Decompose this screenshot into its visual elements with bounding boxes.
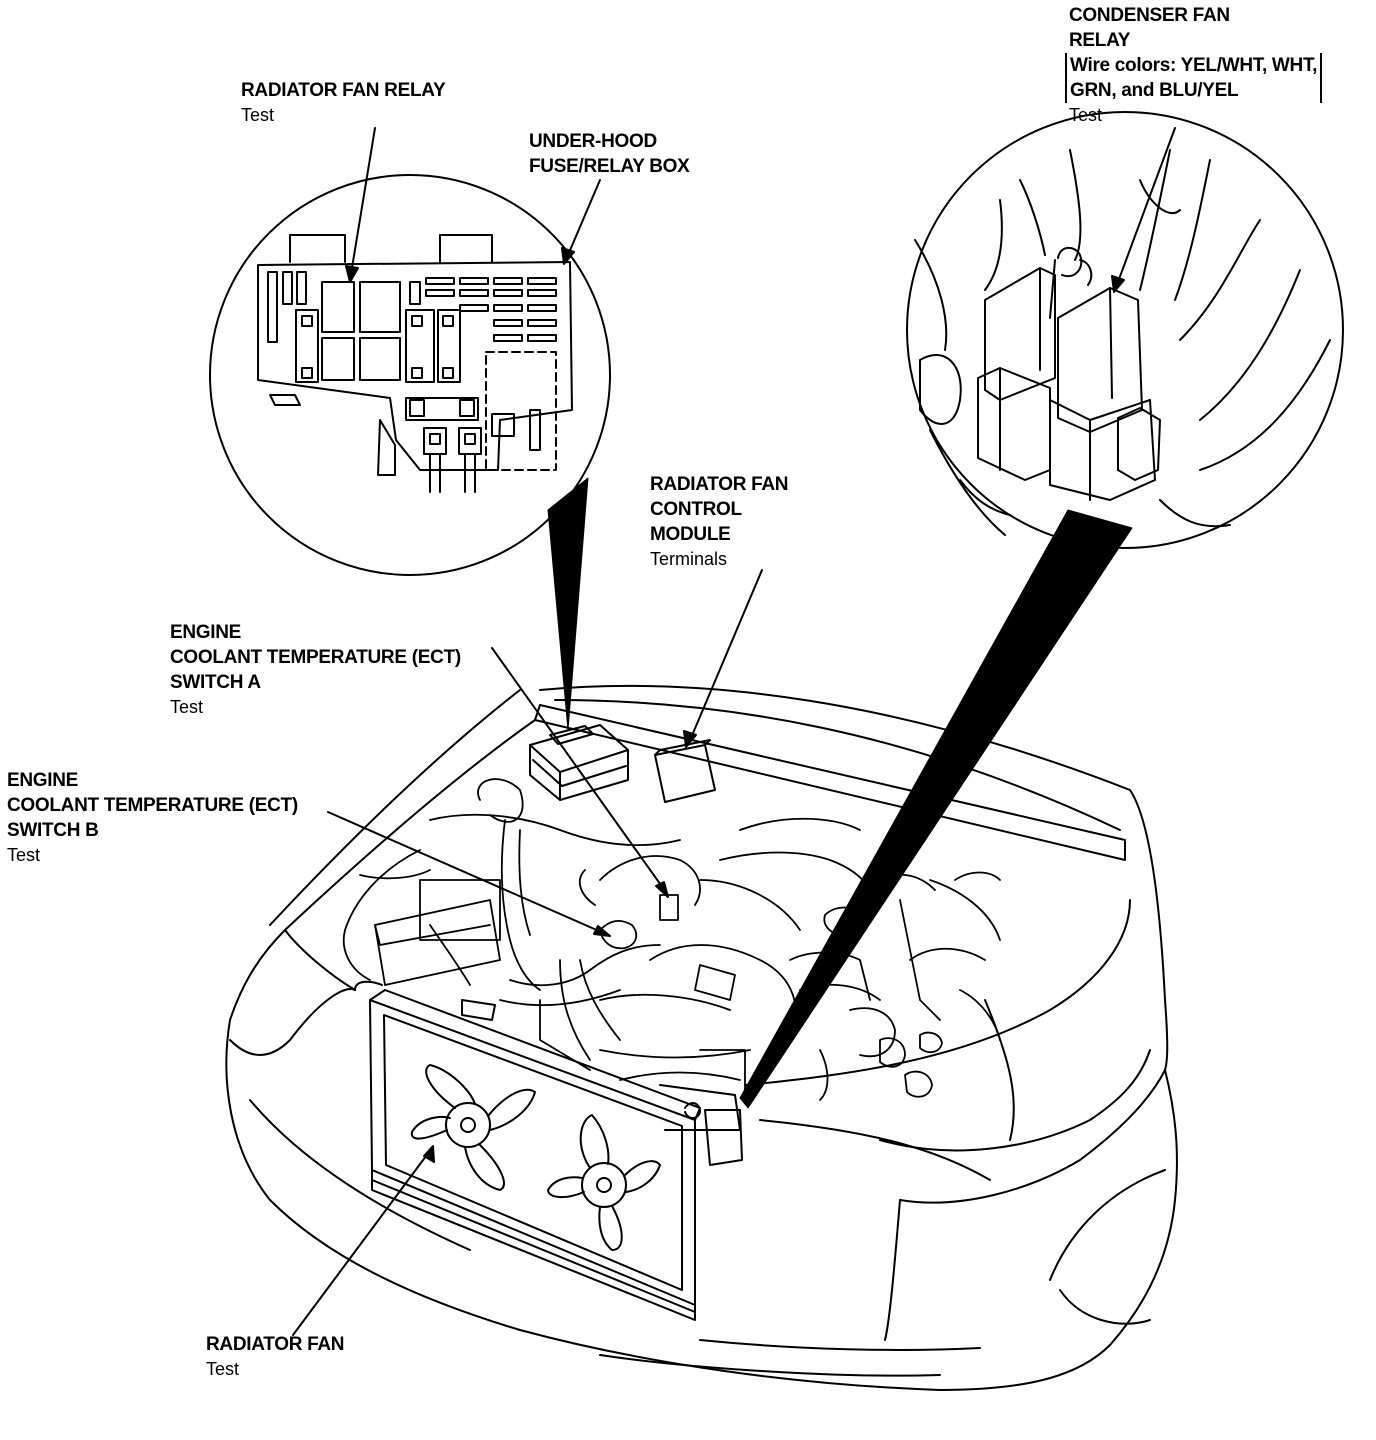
fuse-box-on-car — [529, 724, 629, 801]
ect-b-line1: ENGINE — [7, 770, 79, 791]
condenser-line2: RELAY — [1069, 30, 1131, 51]
ect-a-line3: SWITCH A — [170, 672, 261, 693]
control-module-terminals: Terminals — [650, 549, 728, 569]
wire-colors-bracket: Wire colors: YEL/WHT, WHT, GRN, and BLU/… — [1065, 53, 1323, 103]
ect-a-test: Test — [170, 697, 204, 717]
label-ect-switch-b: ENGINE COOLANT TEMPERATURE (ECT) SWITCH … — [7, 768, 298, 868]
ect-b-test: Test — [7, 845, 41, 865]
radiator-fan-relay-test: Test — [241, 105, 275, 125]
condenser-test: Test — [1069, 105, 1103, 125]
ect-b-line2: COOLANT TEMPERATURE (ECT) — [7, 795, 298, 816]
ect-a-line2: COOLANT TEMPERATURE (ECT) — [170, 647, 461, 668]
control-module-line3: MODULE — [650, 524, 731, 545]
radiator-fan-left — [410, 1064, 536, 1191]
wire-colors-line2: GRN, and BLU/YEL — [1070, 80, 1239, 101]
fuse-box-callout — [209, 174, 611, 576]
condenser-line1: CONDENSER FAN — [1069, 5, 1230, 26]
control-module-line1: RADIATOR FAN — [650, 474, 789, 495]
radiator-fan-right — [547, 1114, 661, 1251]
label-fan-control-module: RADIATOR FAN CONTROL MODULE Terminals — [650, 472, 789, 572]
label-radiator-fan: RADIATOR FAN Test — [206, 1332, 345, 1382]
leader-lines — [292, 127, 1176, 1336]
ect-b-line3: SWITCH B — [7, 820, 99, 841]
radiator — [354, 980, 743, 1321]
engine-bay — [342, 778, 1001, 1101]
label-radiator-fan-relay: RADIATOR FAN RELAY Test — [241, 78, 446, 128]
under-hood-line1: UNDER-HOOD — [529, 131, 657, 152]
under-hood-line2: FUSE/RELAY BOX — [529, 156, 690, 177]
wire-colors-line1: Wire colors: YEL/WHT, WHT, — [1070, 55, 1318, 76]
label-condenser-fan-relay: CONDENSER FAN RELAY Wire colors: YEL/WHT… — [1065, 3, 1323, 128]
car-body — [225, 684, 1178, 1391]
ect-a-line1: ENGINE — [170, 622, 242, 643]
label-ect-switch-a: ENGINE COOLANT TEMPERATURE (ECT) SWITCH … — [170, 620, 461, 720]
radiator-fan-title: RADIATOR FAN — [206, 1334, 345, 1355]
control-module-line2: CONTROL — [650, 499, 742, 520]
control-module-on-car — [654, 739, 716, 803]
radiator-fan-relay-title: RADIATOR FAN RELAY — [241, 80, 446, 101]
label-under-hood-box: UNDER-HOOD FUSE/RELAY BOX — [529, 129, 690, 179]
radiator-fan-test: Test — [206, 1359, 240, 1379]
callout-tapers — [547, 477, 1133, 1109]
condenser-relay-callout — [906, 111, 1344, 549]
